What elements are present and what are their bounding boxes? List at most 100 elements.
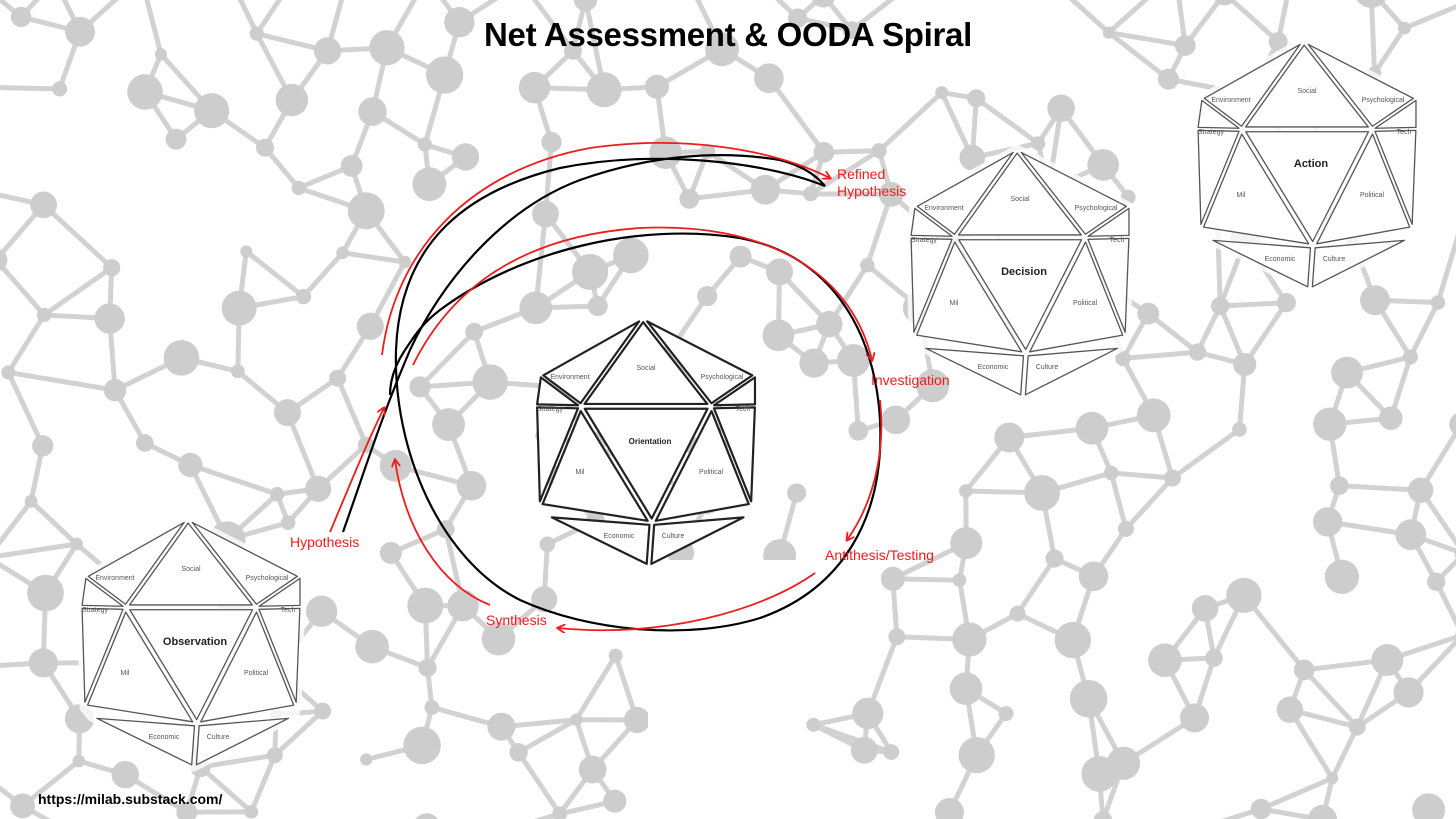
network-node [848,420,869,441]
network-node [603,789,627,813]
network-node [465,322,484,341]
page-title: Net Assessment & OODA Spiral [484,16,972,53]
face-label-social: Social [181,566,201,573]
network-node [379,541,402,564]
icosahedron-face [536,376,580,407]
icosahedron-face [650,516,745,565]
network-node [1276,696,1304,723]
network-edge [335,377,369,446]
network-node [407,587,444,624]
network-node [358,97,387,126]
network-edge [1242,301,1289,366]
network-node [531,586,558,613]
face-label-culture: Culture [207,734,230,741]
network-edge [0,785,25,808]
network-node [1115,350,1131,367]
face-label-political: Political [1360,192,1385,199]
network-node [880,566,905,591]
network-node [787,483,807,503]
network-node [573,0,598,12]
network-node [1232,422,1247,437]
network-node [1293,659,1315,681]
network-node [178,452,203,478]
network-node [111,760,140,789]
arrow-hypothesis-up [329,408,384,533]
network-node [878,181,904,207]
face-label-tech: Tech [736,406,751,413]
network-node [888,628,906,646]
network-edge [418,329,476,389]
icosahedron-face [1307,43,1414,127]
icosahedron-face [1087,237,1130,333]
icosahedron-face [910,207,953,237]
network-node [240,245,253,258]
network-node [952,573,967,588]
network-node [766,258,793,286]
network-node [883,744,900,760]
spiral-arrows [329,142,883,630]
network-node [1102,26,1115,39]
label-synthesis: Synthesis [486,612,547,628]
network-edge [273,709,325,758]
network-edge [1228,0,1280,44]
network-edge [1108,472,1129,530]
icosahedron-center-label: Orientation [629,437,672,446]
icosahedron-face [541,409,649,522]
network-node [347,192,385,230]
network-node [1137,302,1160,325]
network-node [72,754,86,768]
network-node [417,137,433,152]
network-node [355,629,389,664]
network-node [154,48,168,61]
network-node [519,291,553,325]
icosahedron-face [1244,44,1369,128]
network-node [1047,94,1075,123]
network-edge [198,765,254,814]
network-edge [0,541,77,559]
spiral-tail [388,349,406,396]
icosahedron-face [916,151,1014,235]
face-label-environment: Environment [550,374,589,381]
network-node [788,8,808,28]
icosahedron-face [128,522,253,606]
network-node [950,527,983,560]
network-node [881,405,911,435]
network-node [36,307,52,323]
network-edge [574,654,618,722]
network-node [1117,520,1134,537]
face-label-environment: Environment [95,575,134,582]
network-node [1331,356,1363,389]
network-node [1148,643,1182,677]
icosahedron-face [258,607,301,703]
network-node [916,369,950,403]
spiral-curve-inner [394,157,882,632]
network-node [127,74,163,110]
network-node [1407,477,1434,503]
network-node [1324,559,1359,594]
label-antithesis: Antithesis/Testing [825,547,934,563]
network-node [1158,68,1179,90]
network-node [532,200,559,228]
network-node [1093,811,1113,819]
face-label-psychological: Psychological [1075,205,1118,212]
network-node [935,86,949,100]
network-edge [1110,470,1173,481]
icosahedron-face [1245,131,1370,243]
network-node [613,237,649,274]
network-node [587,295,608,317]
icosahedron-face [535,406,580,503]
network-node [27,574,64,612]
network-edge [864,193,894,267]
network-node [860,258,875,273]
network-node [487,712,516,741]
network-edge [285,411,321,490]
network-node [30,191,57,219]
network-node [705,32,740,67]
icosahedron-face [81,607,124,703]
network-node [1326,772,1339,785]
face-label-mil: Mil [576,469,585,476]
icosahedron-face [1374,129,1417,225]
icosahedron-face [1202,133,1310,245]
